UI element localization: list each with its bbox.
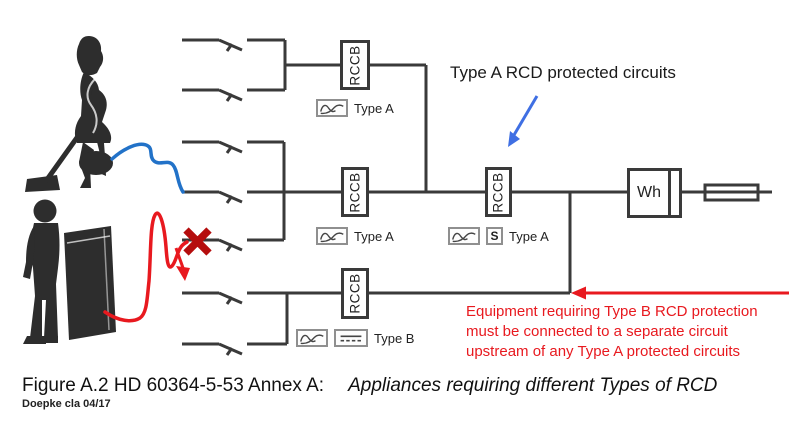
woman-vacuuming-silhouette: [25, 36, 113, 192]
branch3-type-text: Type B: [374, 330, 415, 346]
rccb-branch1: RCCB: [340, 40, 370, 90]
vacuum-hose: [86, 78, 98, 134]
type-b-note: Equipment requiring Type B RCD protectio…: [466, 302, 758, 362]
rccb-upstream-label: RCCB: [491, 171, 507, 213]
rccb-upstream: RCCB: [485, 167, 512, 217]
energy-meter: Wh: [627, 168, 682, 218]
vacuum-wand: [43, 102, 104, 183]
type-a-waveform-icon: [448, 227, 480, 245]
move-down-arrow: [174, 247, 190, 281]
vacuum-head: [25, 175, 60, 192]
washing-machine-silhouette: [64, 226, 116, 340]
type-b-annotation-arrow: [571, 286, 789, 300]
fuse-symbol: [703, 183, 760, 202]
type-b-note-line3: upstream of any Type A protected circuit…: [466, 343, 741, 360]
rccb-branch3-label: RCCB: [347, 273, 363, 314]
type-a-annotation-arrow: [508, 95, 539, 147]
x-mark: [183, 227, 212, 256]
branch1-wires: [182, 38, 428, 192]
energy-meter-label: Wh: [637, 184, 661, 201]
figure-caption-ref: Figure A.2 HD 60364-5-53 Annex A:: [22, 375, 325, 396]
type-a-waveform-icon: [316, 99, 348, 117]
branch3-wires: [182, 291, 570, 356]
branch1-type-label: Type A: [316, 99, 394, 117]
branch2-type-text: Type A: [354, 228, 394, 244]
smooth-dc-dashed-icon: [334, 329, 368, 347]
machine-cable-red: [103, 211, 189, 323]
upstream-type-text: Type A: [509, 228, 549, 244]
type-a-note: Type A RCD protected circuits: [450, 63, 676, 82]
type-b-note-line1: Equipment requiring Type B RCD protectio…: [466, 303, 758, 320]
type-a-waveform-icon: [296, 329, 328, 347]
selective-s-icon: S: [486, 227, 503, 245]
credit-line: Doepke cla 04/17: [22, 398, 111, 410]
rccb-branch2: RCCB: [341, 167, 369, 217]
branch3-type-label: Type B: [296, 329, 414, 347]
meter-compartment: [668, 171, 682, 215]
type-a-waveform-icon: [316, 227, 348, 245]
branch2-wires: [182, 140, 485, 252]
figure-caption: Figure A.2 HD 60364-5-53 Annex A: Applian…: [22, 375, 717, 397]
upstream-type-label: S Type A: [448, 227, 549, 245]
vacuum-cable-blue: [110, 142, 185, 194]
branch2-type-label: Type A: [316, 227, 394, 245]
rccb-branch1-label: RCCB: [347, 44, 363, 86]
type-b-note-line2: must be connected to a separate circuit: [466, 323, 728, 340]
rccb-branch2-label: RCCB: [347, 171, 363, 213]
branch1-type-text: Type A: [354, 100, 394, 116]
figure-caption-title: Appliances requiring different Types of …: [348, 375, 718, 396]
rccb-branch3: RCCB: [341, 268, 369, 319]
man-silhouette: [23, 199, 60, 344]
